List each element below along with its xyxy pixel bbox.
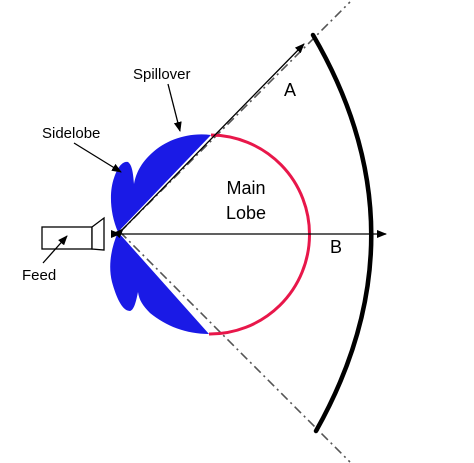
upper-edge-line	[119, 1, 351, 233]
main-lobe-label-line1: Main	[226, 178, 265, 198]
sidelobe-pointer	[73, 142, 122, 173]
spillover-pointer	[167, 83, 182, 132]
dimension-a-label: A	[284, 80, 296, 100]
feed-horn-flare	[91, 216, 105, 251]
upper-spillover-lobe	[110, 134, 211, 232]
feed-label: Feed	[22, 267, 56, 284]
lower-edge-line	[119, 231, 351, 463]
dimension-a-arrow	[113, 43, 305, 239]
sidelobe-label: Sidelobe	[42, 125, 100, 142]
lower-spillover-lobe	[110, 232, 209, 334]
main-lobe-label-line2: Lobe	[226, 203, 266, 223]
feed-horn-body	[41, 226, 93, 250]
dimension-b-label: B	[330, 237, 342, 257]
reflector-dish	[310, 32, 374, 434]
spillover-label: Spillover	[133, 66, 191, 83]
feed-pointer	[42, 235, 68, 264]
